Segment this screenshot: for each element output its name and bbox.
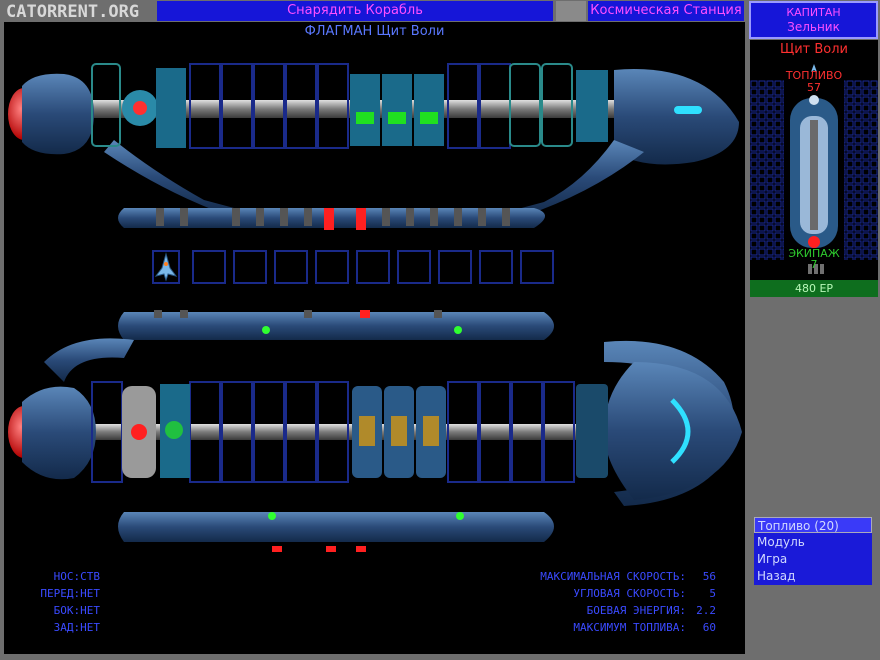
status-ship-name: Щит Воли <box>779 42 848 57</box>
captain-name: Зельник <box>787 20 840 34</box>
menu-item-back[interactable]: Назад <box>757 569 796 583</box>
status-ship-diagram <box>750 64 878 274</box>
stat-max-speed-value: 56 <box>702 570 716 583</box>
ship-title: ФЛАГМАН Щит Воли <box>304 24 445 39</box>
fighter-slot-filled[interactable] <box>152 250 180 284</box>
watermark-logo: CATORRENT.ORG <box>6 2 140 22</box>
fighter-slot[interactable] <box>233 250 267 284</box>
stat-turn-speed-value: 5 <box>709 587 716 600</box>
bottom-turning-jets <box>352 386 446 478</box>
stat-combat-energy-value: 2.2 <box>696 604 716 617</box>
bottom-lower-tube <box>118 512 554 542</box>
fighter-slot[interactable] <box>192 250 226 284</box>
status-energy: 480 ЕР <box>750 280 878 297</box>
top-rear-pod <box>22 73 94 155</box>
captain-box <box>749 1 878 39</box>
captain-label: КАПИТАН <box>786 6 841 19</box>
stat-turn-speed-label: УГЛОВАЯ СКОРОСТЬ: <box>573 587 686 600</box>
fighter-slot[interactable] <box>397 250 431 284</box>
ship-illustration <box>8 63 742 552</box>
top-nose <box>614 69 739 165</box>
stat-front: ПЕРЕД:НЕТ <box>40 587 100 600</box>
menu-item-game[interactable]: Игра <box>757 552 788 566</box>
fighter-slot[interactable] <box>356 250 390 284</box>
status-fuel-value: 57 <box>807 81 821 94</box>
tab-space-station[interactable]: Космическая Станция <box>588 1 744 21</box>
stat-max-speed-label: МАКСИМАЛЬНАЯ СКОРОСТЬ: <box>540 570 686 583</box>
fighter-slot[interactable] <box>479 250 513 284</box>
status-crew-label: ЭКИПАЖ <box>788 247 840 260</box>
stat-max-fuel-label: МАКСИМУМ ТОПЛИВА: <box>573 621 686 634</box>
bottom-upper-tube <box>118 312 554 340</box>
fighter-slot[interactable] <box>520 250 554 284</box>
stat-rear: ЗАД:НЕТ <box>53 621 100 634</box>
fighter-icon <box>154 252 178 282</box>
top-thruster-module <box>576 70 608 142</box>
top-computer-module <box>156 68 186 148</box>
fighter-slot[interactable] <box>315 250 349 284</box>
status-crew-value: 7 <box>810 258 818 271</box>
tab-separator <box>556 1 586 21</box>
tab-outfit-ship[interactable]: Снарядить Корабль <box>157 1 553 21</box>
stat-max-fuel-value: 60 <box>702 621 716 634</box>
ship-mini-icon <box>811 64 817 72</box>
status-fuel-label: ТОПЛИВО <box>785 69 843 82</box>
top-fuel-tanks <box>350 74 444 146</box>
menu-item-module[interactable]: Модуль <box>757 535 805 549</box>
fighter-slot[interactable] <box>438 250 472 284</box>
bottom-thruster-module <box>576 384 608 478</box>
stat-nose: НОС:СТВ <box>53 570 100 583</box>
ship-status-panel <box>750 40 878 280</box>
fighter-slot[interactable] <box>274 250 308 284</box>
stat-combat-energy-label: БОЕВАЯ ЭНЕРГИЯ: <box>586 604 686 617</box>
menu-item-fuel[interactable]: Топливо (20) <box>754 517 872 533</box>
stat-side: БОК:НЕТ <box>53 604 100 617</box>
